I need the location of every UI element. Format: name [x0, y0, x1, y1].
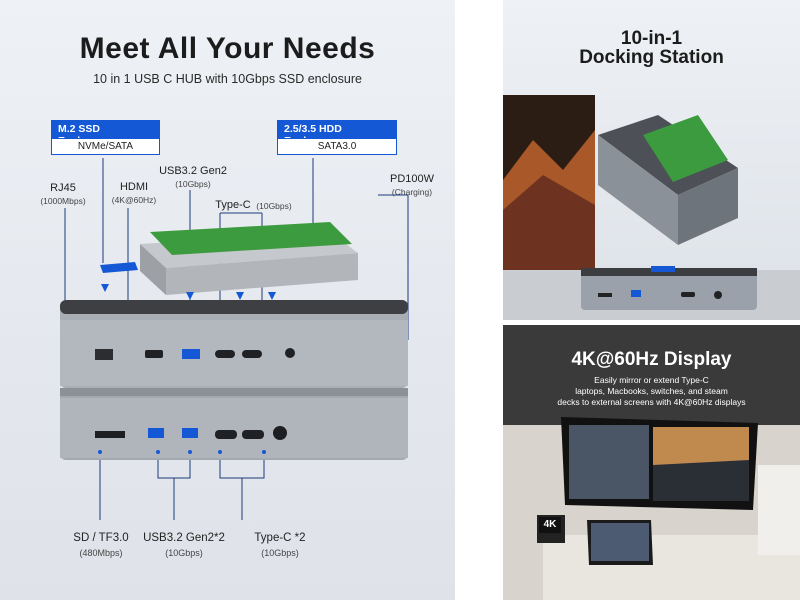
typec-spec: (10Gbps) [256, 201, 292, 211]
rj45-label: RJ45 [50, 182, 76, 194]
ssd-enclosure-spec: NVMe/SATA [51, 138, 160, 155]
feature-photos-column: 10-in-1 Docking Station [503, 0, 800, 600]
display-photo: 4K@60Hz Display Easily mirror or extend … [503, 325, 800, 600]
usb-gen2x2-spec: (10Gbps) [165, 548, 203, 558]
product-feature-panel: Meet All Your Needs 10 in 1 USB C HUB wi… [0, 0, 455, 600]
display-desc-line3: decks to external screens with 4K@60Hz d… [557, 397, 746, 407]
dock-title-line2: Docking Station [579, 47, 724, 68]
dock-title-line1: 10-in-1 [620, 28, 683, 49]
typec-x2-label: Type-C *2 [254, 532, 306, 544]
typec-label: Type-C [215, 199, 251, 211]
hdmi-label: HDMI [119, 181, 149, 193]
main-subheading: 10 in 1 USB C HUB with 10Gbps SSD enclos… [93, 72, 362, 86]
monitor-setup-illustration [503, 325, 800, 600]
docking-station-photo: 10-in-1 Docking Station [503, 0, 800, 320]
main-heading: Meet All Your Needs [79, 32, 376, 65]
display-title: 4K@60Hz Display [571, 349, 732, 370]
sd-tf-label: SD / TF3.0 [73, 532, 129, 544]
usb-gen2-label: USB3.2 Gen2 [159, 165, 227, 177]
hdd-enclosure-spec: SATA3.0 [277, 138, 397, 155]
docking-station-illustration [60, 158, 409, 520]
display-desc-line2: laptops, Macbooks, switches, and steam [575, 386, 728, 396]
4k-badge: 4K [539, 517, 561, 533]
hdmi-spec: (4K@60Hz) [111, 195, 157, 205]
pd-label: PD100W [389, 173, 435, 185]
typec-x2-spec: (10Gbps) [261, 548, 299, 558]
pd-spec: (Charging) [391, 187, 433, 197]
sd-tf-spec: (480Mbps) [79, 548, 123, 558]
usb-gen2x2-label: USB3.2 Gen2*2 [143, 532, 225, 544]
display-desc-line1: Easily mirror or extend Type-C [594, 375, 709, 385]
rj45-spec: (1000Mbps) [40, 196, 86, 206]
usb-gen2-spec: (10Gbps) [175, 179, 211, 189]
laptop-with-dock-illustration [503, 95, 800, 320]
